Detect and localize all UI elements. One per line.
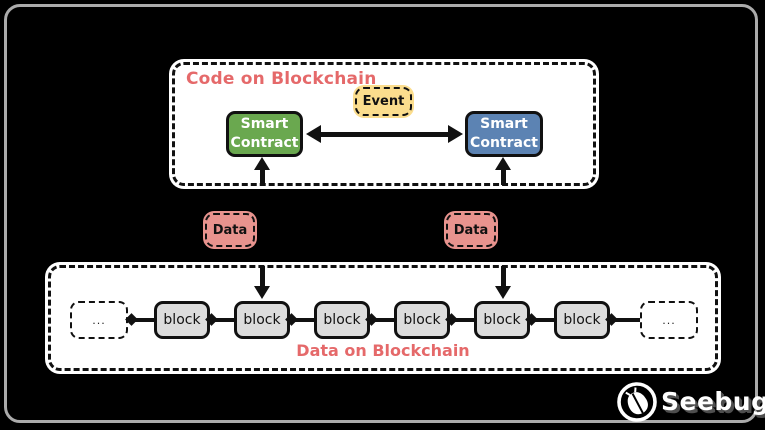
data-label-right-text: Data <box>453 222 489 238</box>
code-zone-title: Code on Blockchain <box>186 69 377 89</box>
seebug-logo-text: Seebug <box>661 387 765 416</box>
chain-link <box>210 318 234 322</box>
data-label-left-text: Data <box>212 222 248 238</box>
chain-link <box>530 318 554 322</box>
smart-contract-left: Smart Contract <box>226 111 303 157</box>
data-label-right: Data <box>446 213 496 247</box>
arrow-head-left-icon <box>306 125 321 143</box>
chain-block: block <box>314 301 370 339</box>
left-up-arrow-head-icon <box>254 157 270 170</box>
contracts-arrow-stem <box>316 132 452 137</box>
chain-block: block <box>234 301 290 339</box>
right-up-arrow-head-icon <box>495 157 511 170</box>
chain-link <box>610 318 640 322</box>
chain-link <box>450 318 474 322</box>
seebug-bug-icon <box>617 382 657 422</box>
chain-link <box>290 318 314 322</box>
data-label-left: Data <box>205 213 255 247</box>
left-down-arrow-head-icon <box>254 286 270 299</box>
smart-contract-right: Smart Contract <box>465 111 543 157</box>
chain-block: block <box>554 301 610 339</box>
right-down-arrow-stem <box>501 266 506 288</box>
chain-link <box>370 318 394 322</box>
smart-contract-left-label: Smart Contract <box>230 116 299 151</box>
right-down-arrow-head-icon <box>495 286 511 299</box>
data-zone-title: Data on Blockchain <box>296 341 470 360</box>
left-down-arrow-stem <box>260 266 265 288</box>
chain-ellipsis-left: ... <box>70 301 128 339</box>
chain-block: block <box>154 301 210 339</box>
event-label-text: Event <box>362 94 405 109</box>
outer-frame <box>4 4 758 423</box>
arrow-head-right-icon <box>448 125 463 143</box>
chain-block: block <box>474 301 530 339</box>
right-up-arrow-stem <box>501 168 506 185</box>
chain-block: block <box>394 301 450 339</box>
smart-contract-right-label: Smart Contract <box>470 116 538 151</box>
chain-link <box>128 318 154 322</box>
left-up-arrow-stem <box>260 168 265 185</box>
chain-ellipsis-right: ... <box>640 301 698 339</box>
event-label: Event <box>355 87 412 116</box>
